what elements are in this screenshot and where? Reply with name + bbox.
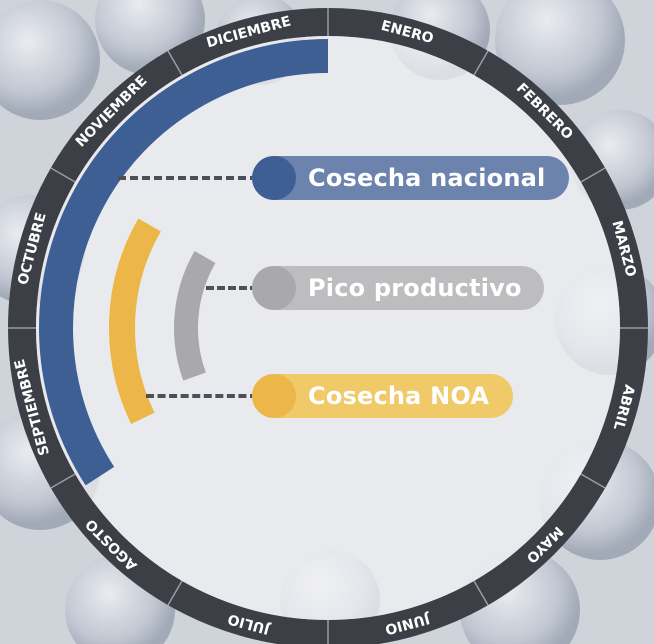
month-divider (473, 50, 489, 76)
month-ring-dividers (8, 8, 648, 644)
legend-national-dot (252, 156, 296, 200)
month-divider (167, 580, 183, 606)
month-divider (50, 473, 76, 489)
harvest-bands (39, 39, 329, 486)
legend-noa: Cosecha NOA (252, 374, 513, 418)
noa-leader-line (146, 394, 258, 398)
month-divider (50, 167, 76, 183)
month-divider (473, 580, 489, 606)
peak-leader-line (206, 286, 258, 290)
legend-national-label: Cosecha nacional (308, 164, 546, 192)
legend-peak-label: Pico productivo (308, 274, 522, 302)
month-divider (580, 473, 606, 489)
legend-noa-label: Cosecha NOA (308, 382, 490, 410)
national-leader-line (118, 176, 258, 180)
legend-national: Cosecha nacional (252, 156, 569, 200)
national-harvest-band (39, 39, 329, 486)
noa-harvest-band (109, 218, 161, 424)
legend-peak: Pico productivo (252, 266, 544, 310)
peak-harvest-band (174, 251, 216, 381)
legend-noa-dot (252, 374, 296, 418)
month-divider (580, 167, 606, 183)
month-divider (167, 50, 183, 76)
legend-peak-dot (252, 266, 296, 310)
